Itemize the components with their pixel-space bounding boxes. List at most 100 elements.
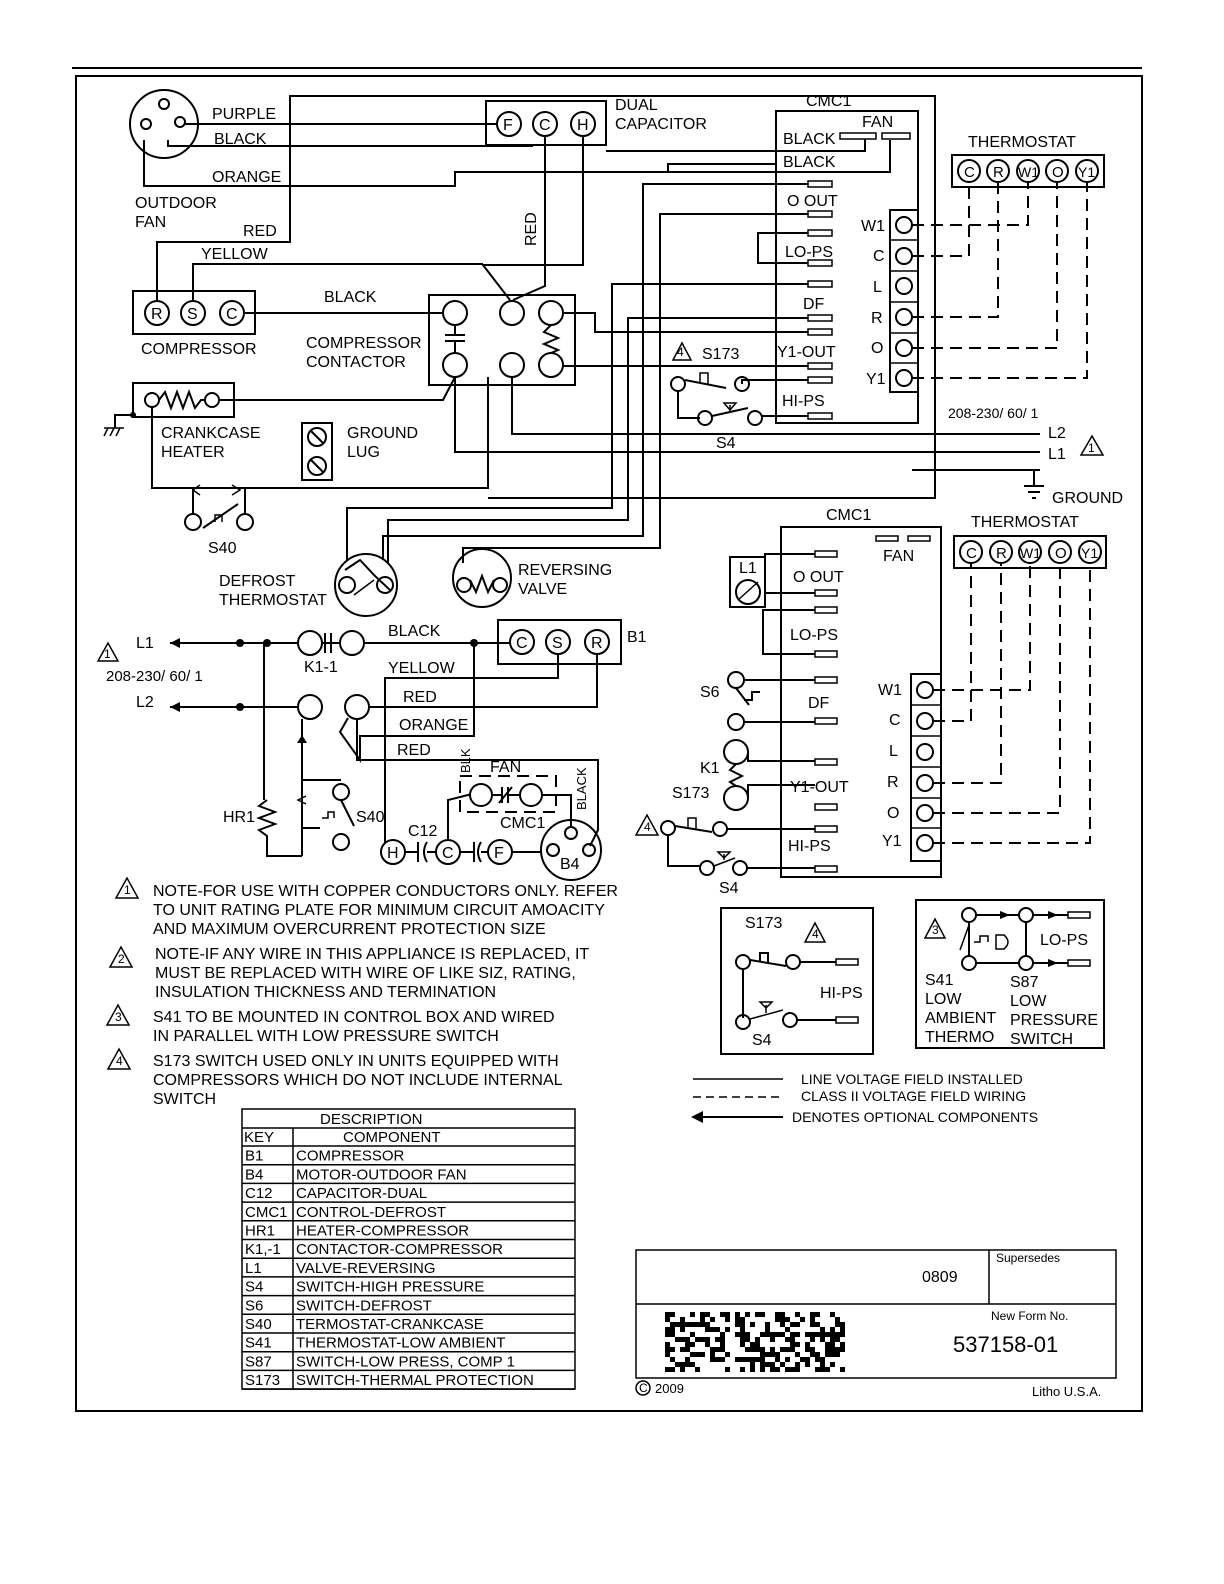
cmc1-fan-label: FAN (862, 114, 893, 131)
table-key-cell: S4 (245, 1279, 263, 1296)
note1-line2: TO UNIT RATING PLATE FOR MINIMUM CIRCUIT… (153, 902, 605, 919)
line-legend: LINE VOLTAGE FIELD INSTALLED CLASS II VO… (691, 1071, 1038, 1125)
s173-lower-label: S173 (672, 785, 709, 802)
table-component-cell: CONTROL-DEFROST (296, 1204, 446, 1221)
s40-label: S40 (208, 540, 237, 557)
chassis-ground-icon (103, 427, 124, 437)
comp-terminal-r: R (151, 306, 163, 323)
s4-lower-switch (699, 851, 815, 876)
legend-class2: CLASS II VOLTAGE FIELD WIRING (801, 1088, 1026, 1104)
cmc1-label: CMC1 (806, 93, 851, 110)
board-o-out: O OUT (787, 193, 838, 210)
l2-top: L2 (1048, 425, 1066, 442)
table-key-cell: S173 (245, 1372, 280, 1389)
s173-lower-switch (660, 817, 815, 867)
svg-text:1: 1 (1088, 441, 1095, 455)
new-form-label: New Form No. (991, 1309, 1068, 1323)
svg-text:4: 4 (812, 927, 819, 941)
table-component-cell: SWITCH-HIGH PRESSURE (296, 1279, 484, 1296)
table-component-cell: SWITCH-LOW PRESS, COMP 1 (296, 1353, 515, 1370)
table-component-cell: MOTOR-OUTDOOR FAN (296, 1166, 467, 1183)
svg-text:Y1: Y1 (1078, 164, 1095, 180)
inset-s41-s87 (915, 899, 1105, 1049)
wire-label-yellow-b1: YELLOW (388, 660, 456, 677)
note1-marker-lower (96, 641, 120, 662)
title-block: Supersedes 0809 New Form No. 537158-01 C… (635, 1249, 1117, 1399)
svg-text:1: 1 (124, 883, 131, 897)
wire-label-orange-b1: ORANGE (399, 717, 468, 734)
lower-y1-out: Y1-OUT (790, 779, 849, 796)
s40-lower-label: S40 (356, 809, 385, 826)
board-w1: W1 (861, 218, 885, 235)
supply-top: 208-230/ 60/ 1 (948, 405, 1039, 421)
board-wire-black-1: BLACK (783, 131, 836, 148)
s4-top-label: S4 (716, 435, 736, 452)
compressor-contactor-label: COMPRESSOR (306, 335, 422, 352)
table-component-cell: TERMOSTAT-CRANKCASE (296, 1316, 484, 1333)
cap-terminal-h: H (577, 117, 589, 134)
inset-s173-label: S173 (745, 915, 782, 932)
s87-line2: LOW (1010, 993, 1047, 1010)
s41-line4: THERMO (925, 1029, 994, 1046)
lower-df: DF (808, 695, 830, 712)
wire-label-blk: BLK (458, 748, 473, 773)
l2-lower: L2 (136, 694, 154, 711)
cmc1-lower-fan: FAN (883, 548, 914, 565)
table-key-cell: HR1 (245, 1223, 275, 1240)
svg-text:S: S (552, 635, 563, 652)
note4-line2: COMPRESSORS WHICH DO NOT INCLUDE INTERNA… (153, 1072, 563, 1089)
svg-text:R: R (996, 545, 1007, 562)
legend-line-voltage: LINE VOLTAGE FIELD INSTALLED (801, 1071, 1023, 1087)
svg-text:C: C (639, 1381, 648, 1395)
l1-lower: L1 (136, 635, 154, 652)
board-r: R (871, 310, 883, 327)
wire-label-orange: ORANGE (212, 169, 281, 186)
k1-coil (723, 739, 749, 765)
table-key-cell: CMC1 (245, 1204, 288, 1221)
b4-fan-motor (540, 819, 602, 881)
table-key-cell: S40 (245, 1316, 272, 1333)
table-key-cell: B4 (245, 1166, 263, 1183)
dual-capacitor-label: DUAL (615, 97, 658, 114)
table-key-cell: S41 (245, 1335, 272, 1352)
b4-label: B4 (560, 856, 580, 873)
wire-label-red: RED (243, 223, 277, 240)
compressor-label: COMPRESSOR (141, 341, 257, 358)
c12-h: H (387, 845, 399, 862)
svg-text:3: 3 (932, 923, 939, 937)
note2-line1: NOTE-IF ANY WIRE IN THIS APPLIANCE IS RE… (155, 946, 589, 963)
wire-label-black-vertical: BLACK (574, 767, 589, 810)
barcode (665, 1312, 845, 1372)
reversing-valve-label: REVERSING (518, 562, 612, 579)
s87-line4: SWITCH (1010, 1031, 1073, 1048)
date-code: 0809 (922, 1269, 958, 1286)
note3-line1: S41 TO BE MOUNTED IN CONTROL BOX AND WIR… (153, 1009, 555, 1026)
table-header-component: COMPONENT (343, 1129, 441, 1146)
lower-o-out: O OUT (793, 569, 844, 586)
svg-text:W1: W1 (1020, 545, 1041, 561)
c12-f: F (494, 845, 504, 862)
table-header-key: KEY (244, 1129, 274, 1146)
fan-lower-label: FAN (490, 759, 521, 776)
svg-text:2: 2 (118, 952, 125, 966)
s4-top-switch (697, 402, 763, 426)
c12-c: C (442, 845, 454, 862)
outdoor-fan-label-2: FAN (135, 214, 166, 231)
comp-terminal-s: S (187, 306, 198, 323)
note2-line3: INSULATION THICKNESS AND TERMINATION (155, 984, 496, 1001)
ground-lug (301, 422, 333, 481)
s173-top-label: S173 (702, 346, 739, 363)
svg-text:W1: W1 (878, 682, 902, 699)
note4-line1: S173 SWITCH USED ONLY IN UNITS EQUIPPED … (153, 1053, 559, 1070)
comp-terminal-c: C (226, 306, 238, 323)
reversing-valve (452, 548, 512, 608)
thermostat-top-label: THERMOSTAT (968, 134, 1076, 151)
table-component-cell: COMPRESSOR (296, 1148, 405, 1165)
svg-text:C: C (966, 545, 977, 562)
s4-lower-label: S4 (719, 880, 739, 897)
inset-lo-ps: LO-PS (1040, 932, 1088, 949)
wire-label-red-vertical: RED (523, 212, 540, 246)
note4-marker-lower (634, 813, 660, 836)
svg-text:4: 4 (116, 1054, 123, 1068)
